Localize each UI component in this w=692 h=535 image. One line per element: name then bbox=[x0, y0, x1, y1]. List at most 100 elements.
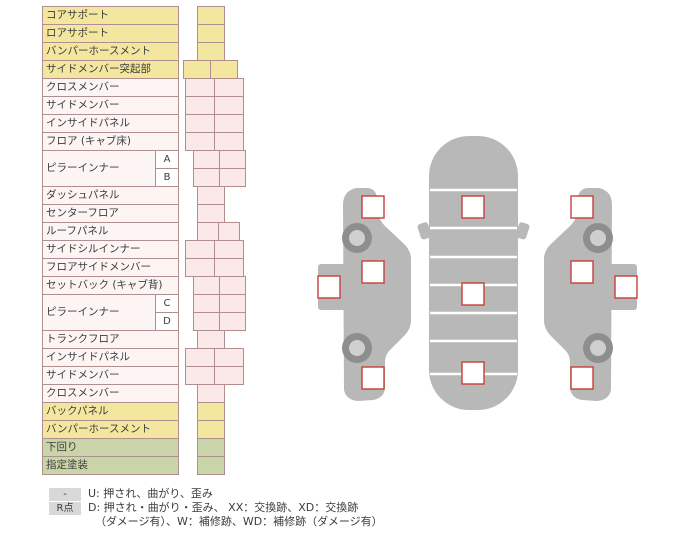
damage-cell[interactable] bbox=[193, 276, 220, 295]
table-row: 下回り bbox=[42, 438, 246, 457]
damage-cell[interactable] bbox=[219, 276, 246, 295]
table-row: 指定塗装 bbox=[42, 456, 246, 475]
damage-cell[interactable] bbox=[193, 312, 220, 331]
diagram-checkbox-left-rear[interactable] bbox=[361, 366, 385, 390]
part-label: クロスメンバー bbox=[42, 78, 179, 97]
legend-key-u: - bbox=[49, 488, 81, 501]
damage-cell[interactable] bbox=[197, 222, 219, 241]
damage-cell[interactable] bbox=[197, 42, 225, 61]
damage-cell[interactable] bbox=[214, 132, 244, 151]
table-row: クロスメンバー bbox=[42, 78, 246, 97]
damage-cell[interactable] bbox=[214, 348, 244, 367]
damage-cell[interactable] bbox=[214, 114, 244, 133]
table-row: インサイドパネル bbox=[42, 348, 246, 367]
part-sublabel: A bbox=[155, 150, 179, 169]
part-label: トランクフロア bbox=[42, 330, 179, 349]
table-row: フロアサイドメンバー bbox=[42, 258, 246, 277]
part-label: サイドメンバー突起部 bbox=[42, 60, 179, 79]
legend-row-r-cont: （ダメージ有）、W：補修跡、WD：補修跡（ダメージ有） bbox=[95, 515, 383, 529]
damage-cell[interactable] bbox=[197, 24, 225, 43]
right-mirror bbox=[515, 222, 530, 240]
damage-cell[interactable] bbox=[197, 402, 225, 421]
part-sublabel: D bbox=[155, 312, 179, 331]
diagram-checkbox-right-center[interactable] bbox=[570, 260, 594, 284]
table-row: インサイドパネル bbox=[42, 114, 246, 133]
diagram-checkbox-left-center[interactable] bbox=[361, 260, 385, 284]
damage-cell[interactable] bbox=[185, 114, 215, 133]
diagram-checkbox-left-sill[interactable] bbox=[317, 275, 341, 299]
part-label: サイドメンバー bbox=[42, 366, 179, 385]
damage-cell[interactable] bbox=[197, 6, 225, 25]
damage-cell[interactable] bbox=[193, 150, 220, 169]
table-row: クロスメンバー bbox=[42, 384, 246, 403]
part-label: ピラーインナー bbox=[42, 150, 156, 187]
legend-key-r: R点 bbox=[49, 502, 81, 515]
damage-cell[interactable] bbox=[185, 240, 215, 259]
table-row: トランクフロア bbox=[42, 330, 246, 349]
damage-cell[interactable] bbox=[219, 150, 246, 169]
damage-cell[interactable] bbox=[197, 186, 225, 205]
damage-cell[interactable] bbox=[197, 384, 225, 403]
legend: - U: 押され、曲がり、歪み R点 D: 押され・曲がり・歪み、 XX：交換跡… bbox=[49, 487, 383, 529]
damage-cell[interactable] bbox=[193, 168, 220, 187]
damage-cell[interactable] bbox=[197, 438, 225, 457]
table-row: サイドメンバー突起部 bbox=[42, 60, 246, 79]
part-sublabel: C bbox=[155, 294, 179, 313]
table-row: サイドメンバー bbox=[42, 96, 246, 115]
damage-cell[interactable] bbox=[185, 366, 215, 385]
table-row: バンパーホースメント bbox=[42, 420, 246, 439]
table-row: バックパネル bbox=[42, 402, 246, 421]
part-label: ダッシュパネル bbox=[42, 186, 179, 205]
part-label: コアサポート bbox=[42, 6, 179, 25]
part-label: サイドシルインナー bbox=[42, 240, 179, 259]
diagram-checkbox-right-front[interactable] bbox=[570, 195, 594, 219]
damage-cell[interactable] bbox=[219, 294, 246, 313]
damage-cell[interactable] bbox=[197, 420, 225, 439]
diagram-checkbox-right-rear[interactable] bbox=[570, 366, 594, 390]
damage-cell[interactable] bbox=[214, 96, 244, 115]
table-row: ルーフパネル bbox=[42, 222, 246, 241]
part-label: インサイドパネル bbox=[42, 348, 179, 367]
damage-cell[interactable] bbox=[210, 60, 238, 79]
rear-wheel-hub-icon bbox=[349, 340, 365, 356]
table-row: セットバック (キャブ背) bbox=[42, 276, 246, 295]
parts-table: コアサポートロアサポートバンパーホースメントサイドメンバー突起部クロスメンバーサ… bbox=[42, 6, 246, 475]
front-wheel-icon bbox=[342, 223, 372, 253]
damage-cell[interactable] bbox=[185, 258, 215, 277]
damage-cell[interactable] bbox=[219, 168, 246, 187]
diagram-checkbox-top-rear[interactable] bbox=[461, 361, 485, 385]
damage-cell[interactable] bbox=[197, 204, 225, 223]
damage-cell[interactable] bbox=[185, 132, 215, 151]
table-row: サイドシルインナー bbox=[42, 240, 246, 259]
damage-cell[interactable] bbox=[197, 330, 225, 349]
damage-cell[interactable] bbox=[214, 240, 244, 259]
damage-cell[interactable] bbox=[185, 78, 215, 97]
damage-cell[interactable] bbox=[185, 96, 215, 115]
damage-cell[interactable] bbox=[197, 456, 225, 475]
part-label: バックパネル bbox=[42, 402, 179, 421]
part-label: セットバック (キャブ背) bbox=[42, 276, 179, 295]
legend-text-u: U: 押され、曲がり、歪み bbox=[88, 487, 213, 500]
damage-cell[interactable] bbox=[214, 78, 244, 97]
table-row: サイドメンバー bbox=[42, 366, 246, 385]
table-row: コアサポート bbox=[42, 6, 246, 25]
left-mirror bbox=[417, 222, 432, 240]
damage-cell[interactable] bbox=[219, 312, 246, 331]
damage-cell[interactable] bbox=[193, 294, 220, 313]
part-label: ロアサポート bbox=[42, 24, 179, 43]
damage-cell[interactable] bbox=[214, 258, 244, 277]
diagram-checkbox-right-sill[interactable] bbox=[614, 275, 638, 299]
damage-cell[interactable] bbox=[218, 222, 240, 241]
part-label: サイドメンバー bbox=[42, 96, 179, 115]
diagram-checkbox-top-center[interactable] bbox=[461, 282, 485, 306]
damage-cell[interactable] bbox=[185, 348, 215, 367]
damage-cell[interactable] bbox=[214, 366, 244, 385]
diagram-checkbox-left-front[interactable] bbox=[361, 195, 385, 219]
part-label: インサイドパネル bbox=[42, 114, 179, 133]
diagram-checkbox-top-front[interactable] bbox=[461, 195, 485, 219]
damage-cell[interactable] bbox=[183, 60, 211, 79]
legend-text-r2: （ダメージ有）、W：補修跡、WD：補修跡（ダメージ有） bbox=[95, 515, 383, 528]
legend-row-r: R点 D: 押され・曲がり・歪み、 XX：交換跡、XD：交換跡 bbox=[49, 501, 383, 515]
